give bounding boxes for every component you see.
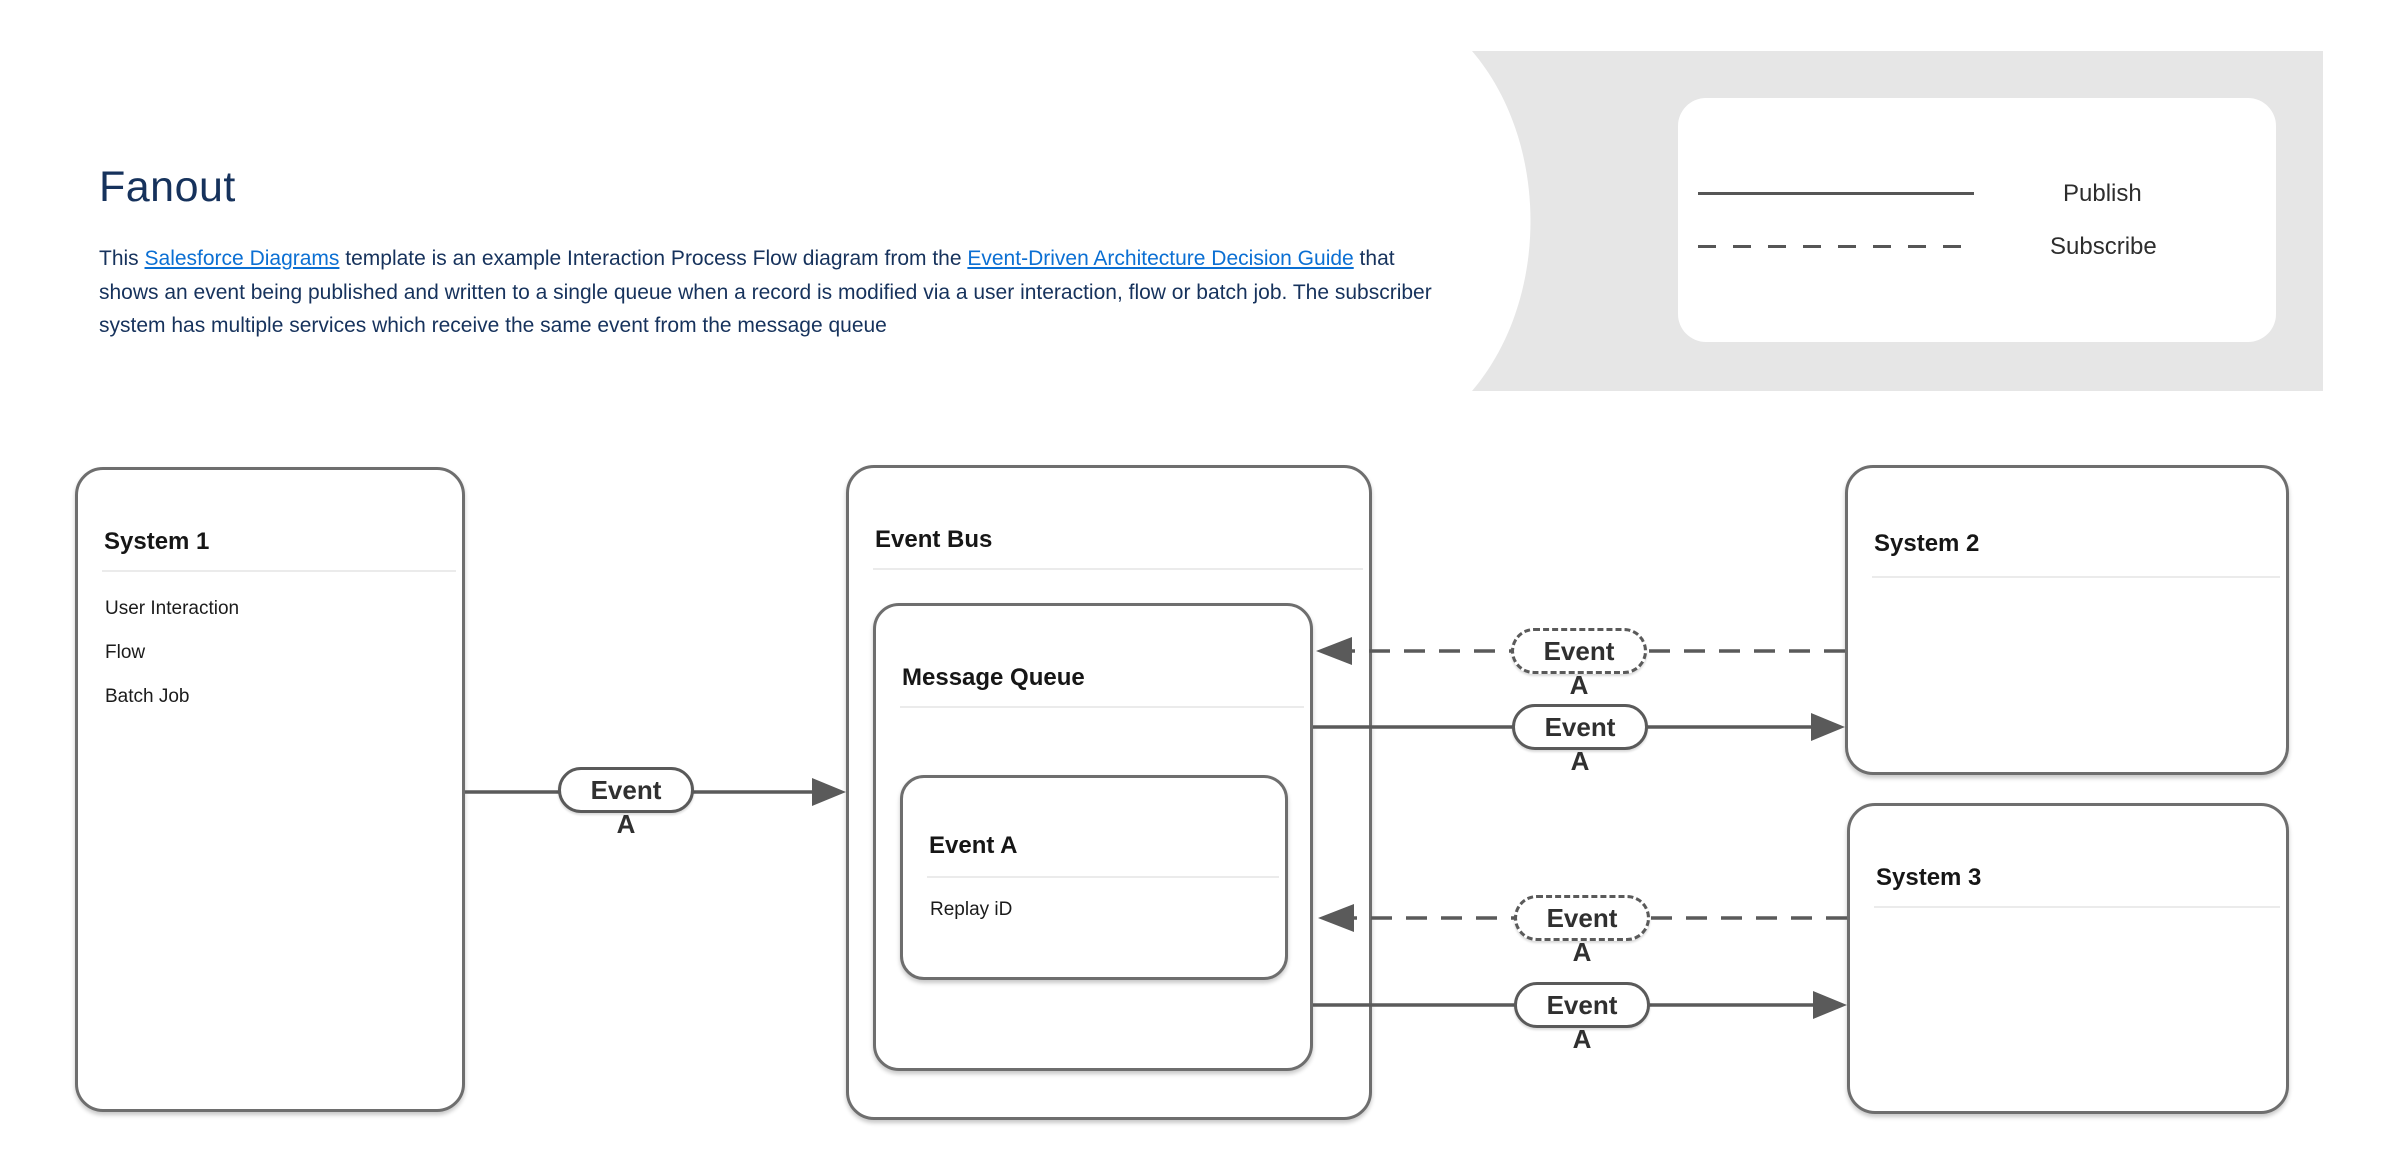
system3-title: System 3 (1876, 864, 1982, 891)
event-a-items: Replay iD (930, 890, 1275, 930)
event-pill: Event (1512, 704, 1648, 750)
description-link[interactable]: Salesforce Diagrams (144, 247, 340, 270)
arrowhead-right-icon (1811, 713, 1845, 741)
event-bus-separator (873, 568, 1363, 570)
arrowhead-left-icon (1318, 904, 1354, 932)
event-a-title: Event A (929, 832, 1018, 859)
system2-title: System 2 (1874, 530, 1980, 557)
event-pill-sublabel: A (1570, 746, 1590, 776)
legend-publish-line (1698, 192, 1974, 195)
system1-title: System 1 (104, 528, 210, 555)
description-link[interactable]: Event-Driven Architecture Decision Guide (967, 247, 1354, 270)
event-bus-title: Event Bus (875, 526, 993, 553)
event-a-separator (927, 876, 1279, 878)
event-pill: Event (558, 767, 694, 813)
description-text: This (99, 247, 145, 270)
event-pill-sublabel: A (616, 809, 636, 839)
legend-subscribe-label: Subscribe (2050, 233, 2157, 260)
event-pill-dashed: Event (1514, 895, 1650, 941)
page-description: This Salesforce Diagrams template is an … (99, 242, 1439, 343)
system1-items: User Interaction Flow Batch Job (105, 587, 452, 719)
event-a-box: Event A Replay iD (900, 775, 1288, 980)
event-a-item-replay-id: Replay iD (930, 899, 1013, 920)
page-title: Fanout (99, 163, 236, 211)
system1-separator (102, 570, 456, 572)
message-queue-separator (900, 706, 1304, 708)
description-text: that shows an event being published and … (99, 247, 1432, 337)
event-pill-sublabel: A (1569, 670, 1589, 700)
legend-publish-label: Publish (2063, 180, 2142, 207)
system3-box: System 3 (1847, 803, 2289, 1114)
system1-item-flow: Flow (105, 642, 146, 663)
system1-item-user-interaction: User Interaction (105, 598, 240, 619)
message-queue-title: Message Queue (902, 664, 1085, 691)
description-text: template is an example Interaction Proce… (339, 247, 968, 270)
event-pill-sublabel: A (1572, 1024, 1592, 1054)
event-pill: Event (1514, 982, 1650, 1028)
arrowhead-right-icon (1813, 991, 1847, 1019)
event-pill-sublabel: A (1572, 937, 1592, 967)
system1-item-batch-job: Batch Job (105, 686, 190, 707)
system2-box: System 2 (1845, 465, 2289, 775)
arrowhead-right-icon (812, 778, 846, 806)
event-pill-dashed: Event (1511, 628, 1647, 674)
system1-box: System 1 User Interaction Flow Batch Job (75, 467, 465, 1112)
legend-card (1678, 98, 2276, 342)
arrowhead-left-icon (1316, 637, 1352, 665)
legend-subscribe-line (1698, 245, 1976, 248)
system2-separator (1872, 576, 2280, 578)
system3-separator (1874, 906, 2280, 908)
